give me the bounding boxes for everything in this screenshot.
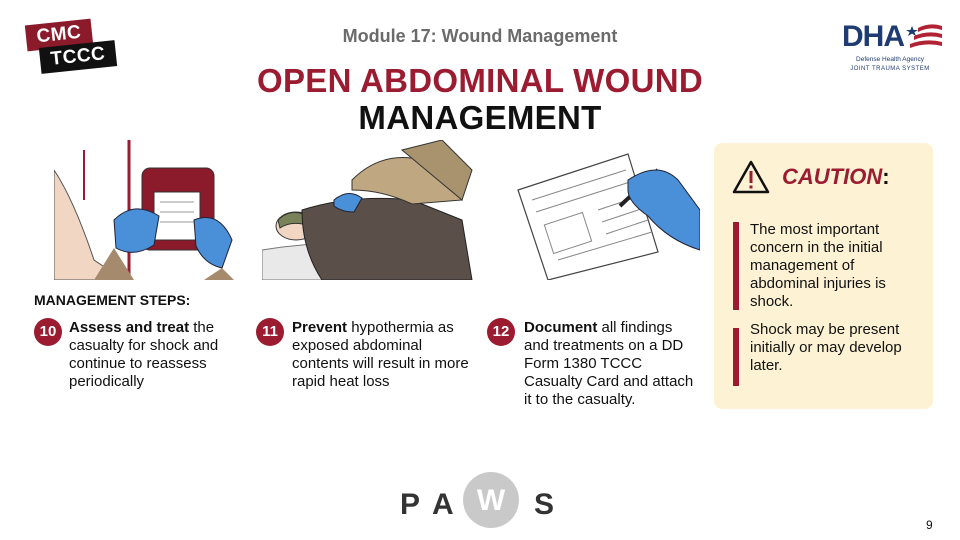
step-number-badge: 11 <box>256 318 284 346</box>
caution-point-bar <box>733 222 739 310</box>
paws-letter-s: S <box>534 488 555 521</box>
step-action: Prevent <box>292 319 348 336</box>
dha-system-name: JOINT TRAUMA SYSTEM <box>850 66 930 72</box>
step-description: all findings and treatments on a DD Form… <box>524 319 694 408</box>
management-steps-label: MANAGEMENT STEPS: <box>34 292 191 308</box>
hypothermia-prevention-illustration <box>262 140 473 280</box>
step-item: Assess and treat the casualty for shock … <box>69 319 239 391</box>
warning-triangle-icon <box>732 160 770 194</box>
paws-circle-icon <box>463 472 519 528</box>
caution-point-bar <box>733 328 739 386</box>
paws-logo: P A S <box>0 474 960 534</box>
dha-letters: DHA <box>842 20 905 53</box>
step-item: Prevent hypothermia as exposed abdominal… <box>292 319 474 391</box>
paws-letter-w: W <box>476 484 506 517</box>
page-title-line1: OPEN ABDOMINAL WOUND <box>257 62 703 99</box>
page-number: 9 <box>926 518 933 532</box>
dha-logo: DHA Defense Health Agency JOINT TRAUMA S… <box>838 20 942 74</box>
paws-letter-p: P <box>400 488 421 521</box>
module-title: Module 17: Wound Management <box>342 26 618 46</box>
step-number-badge: 10 <box>34 318 62 346</box>
step-item: Document all findings and treatments on … <box>524 319 700 409</box>
flag-stripes-icon <box>906 24 942 48</box>
dha-agency-name: Defense Health Agency <box>856 56 924 63</box>
documentation-illustration <box>517 153 700 280</box>
caution-heading-text: CAUTION <box>782 164 883 189</box>
step-action: Document <box>524 319 598 336</box>
step-description: the casualty for shock and continue to r… <box>69 319 219 390</box>
page-title-line2: MANAGEMENT <box>358 99 602 136</box>
paws-letter-a: A <box>432 488 454 521</box>
caution-heading: CAUTION: <box>782 164 890 190</box>
step-action: Assess and treat <box>69 319 190 336</box>
caution-point: Shock may be present initially or may de… <box>750 321 902 374</box>
caution-colon: : <box>882 164 890 189</box>
caution-point: The most important concern in the initia… <box>750 221 886 310</box>
step-number-badge: 12 <box>487 318 515 346</box>
step-description: hypothermia as exposed abdominal content… <box>292 319 469 390</box>
blood-transfusion-illustration <box>54 140 234 280</box>
